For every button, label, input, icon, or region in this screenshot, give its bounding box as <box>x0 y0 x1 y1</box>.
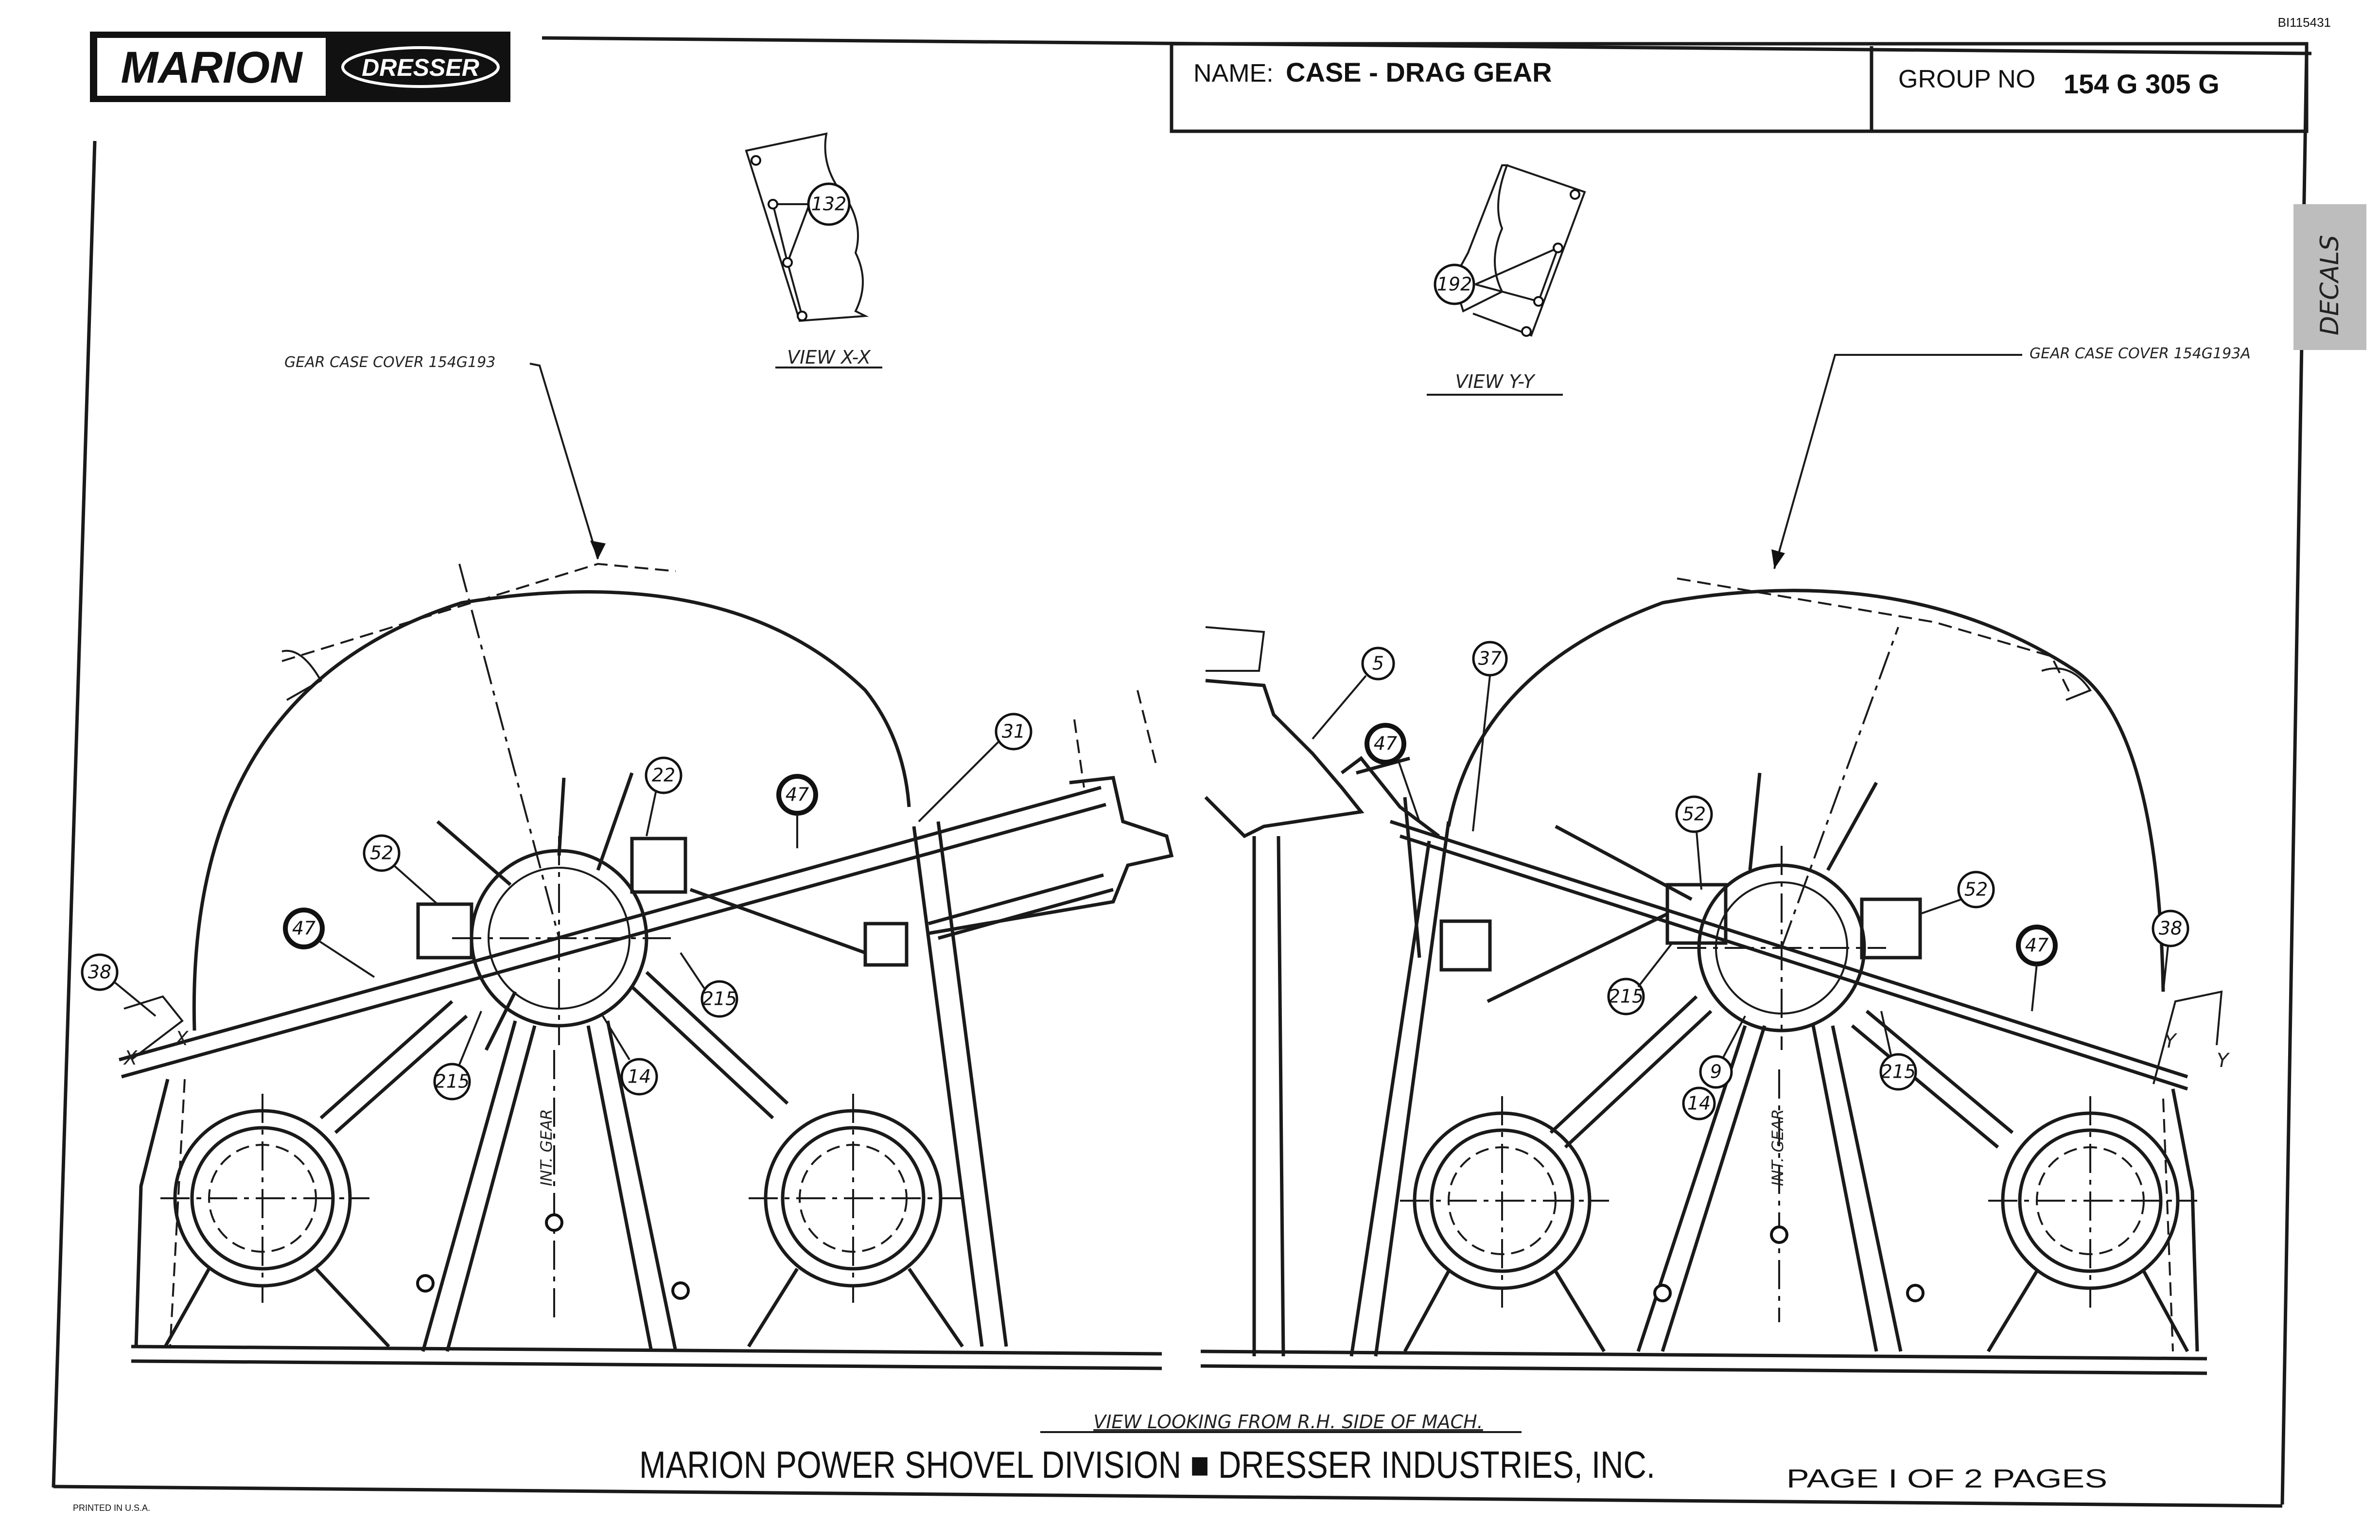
callout-31-left: 31 <box>995 713 1032 751</box>
svg-text:37: 37 <box>1478 648 1502 669</box>
company-footer: MARION POWER SHOVEL DIVISION ■ DRESSER I… <box>639 1443 1655 1486</box>
svg-text:38: 38 <box>2159 918 2182 939</box>
stamp-text: DECALS <box>2315 235 2345 335</box>
name-label: NAME: <box>1193 59 1274 88</box>
svg-text:14: 14 <box>1687 1093 1711 1114</box>
callout-52-left: 52 <box>363 834 401 872</box>
section-mark-x-right: X <box>174 1028 189 1050</box>
callout-47-left-b: 47 <box>776 774 818 816</box>
callout-215-right-b: 215 <box>1879 1053 1917 1091</box>
svg-text:47: 47 <box>1374 733 1397 754</box>
detail-view-x-x: 132 VIEW X-X <box>745 132 882 368</box>
title-block: NAME: CASE - DRAG GEAR GROUP NO 154 G 30… <box>1170 42 2309 133</box>
callout-47-right-b: 47 <box>2016 925 2058 966</box>
section-mark-y-right: Y <box>2217 1050 2230 1072</box>
svg-text:47: 47 <box>292 918 315 939</box>
svg-text:132: 132 <box>811 193 847 215</box>
svg-text:215: 215 <box>1609 986 1644 1007</box>
logo-marion: MARION <box>121 43 303 92</box>
callout-38-left: 38 <box>81 953 119 991</box>
callout-215-left-b: 215 <box>700 980 738 1018</box>
svg-text:9: 9 <box>1710 1061 1722 1083</box>
callout-215-left-a: 215 <box>433 1063 471 1101</box>
sheet-border <box>52 36 2312 1508</box>
cover-right-note: GEAR CASE COVER 154G193A <box>2030 345 2251 362</box>
callout-215-right-a: 215 <box>1607 978 1645 1015</box>
detail-view-y-y: 192 VIEW Y-Y <box>1427 164 1586 396</box>
main-view-caption: VIEW LOOKING FROM R.H. SIDE OF MACH. <box>1093 1411 1483 1433</box>
svg-text:38: 38 <box>88 962 111 983</box>
svg-text:14: 14 <box>628 1066 651 1087</box>
callout-47-left-a: 47 <box>283 908 325 949</box>
svg-text:31: 31 <box>1002 721 1025 742</box>
callout-37-right: 37 <box>1472 641 1508 677</box>
document-id: BI115431 <box>2278 15 2331 30</box>
group-value: 154 G 305 G <box>2064 69 2220 99</box>
decals-stamp: DECALS <box>2293 204 2366 350</box>
int-gear-left: INT. GEAR <box>537 1109 556 1186</box>
callout-52-right-a: 52 <box>1675 795 1713 833</box>
callout-38-right: 38 <box>2152 910 2189 947</box>
svg-text:215: 215 <box>435 1071 470 1092</box>
int-gear-right: INT. GEAR <box>1768 1109 1787 1186</box>
svg-text:52: 52 <box>1682 804 1706 825</box>
printed-note: PRINTED IN U.S.A. <box>73 1503 150 1513</box>
logo-dresser: DRESSER <box>362 54 479 81</box>
callout-132: 132 <box>807 182 851 226</box>
page-indicator: PAGE I OF 2 PAGES <box>1786 1464 2107 1493</box>
svg-text:52: 52 <box>370 842 393 864</box>
left-gear-case-drawing: GEAR CASE COVER 154G193 <box>81 354 1174 1370</box>
name-value: CASE - DRAG GEAR <box>1286 57 1552 88</box>
group-label: GROUP NO <box>1898 65 2035 93</box>
section-mark-y-left: Y <box>2164 1030 2178 1052</box>
callout-47-right-a: 47 <box>1365 723 1406 765</box>
svg-text:215: 215 <box>1881 1061 1916 1083</box>
svg-text:52: 52 <box>1964 879 1988 900</box>
callout-14-left: 14 <box>620 1058 658 1096</box>
callout-14-right: 14 <box>1682 1086 1716 1120</box>
svg-text:47: 47 <box>2025 935 2048 956</box>
right-gear-case-drawing: GEAR CASE COVER 154G193A <box>1200 345 2251 1375</box>
svg-text:5: 5 <box>1372 653 1384 674</box>
view-y-y-label: VIEW Y-Y <box>1455 371 1536 392</box>
svg-text:215: 215 <box>702 988 737 1010</box>
callout-22-left: 22 <box>645 756 682 794</box>
callout-9-right: 9 <box>1699 1055 1733 1089</box>
callout-5-right: 5 <box>1361 647 1395 681</box>
view-x-x-label: VIEW X-X <box>787 347 871 368</box>
marion-dresser-logo: MARION DRESSER <box>90 32 510 102</box>
section-mark-x-left: X <box>123 1047 138 1069</box>
callout-192: 192 <box>1434 263 1475 305</box>
cover-left-note: GEAR CASE COVER 154G193 <box>284 354 495 371</box>
svg-text:47: 47 <box>786 784 809 805</box>
svg-text:22: 22 <box>652 765 675 786</box>
callout-52-right-b: 52 <box>1957 871 1995 909</box>
svg-text:192: 192 <box>1437 274 1472 295</box>
